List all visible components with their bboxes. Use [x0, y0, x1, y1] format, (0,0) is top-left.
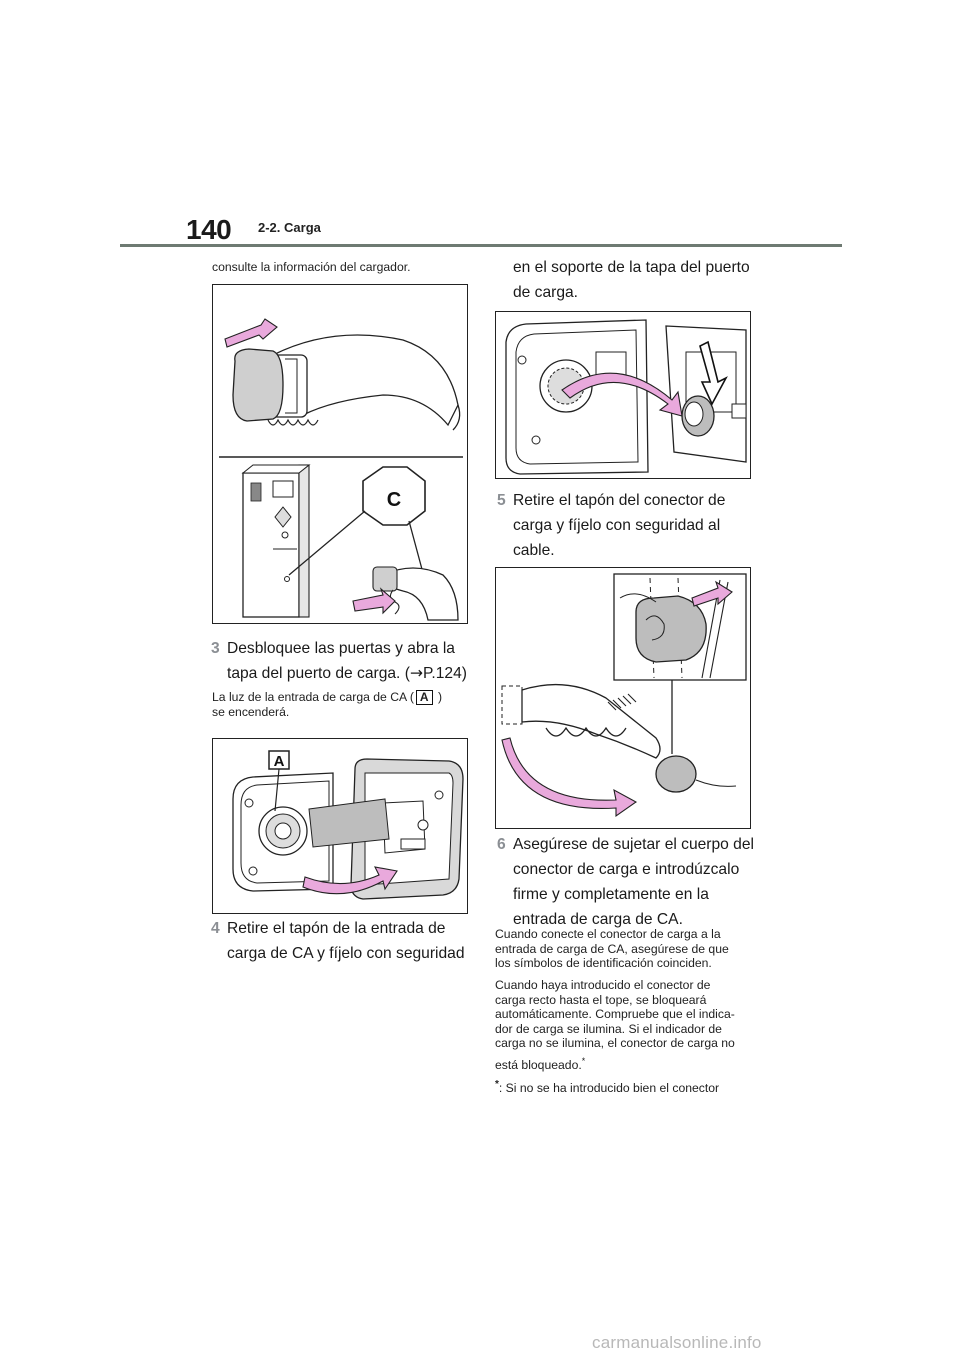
header-rule: [120, 244, 842, 247]
step-6-number: 6: [497, 836, 506, 853]
paragraph-lock-check: Cuando haya introducido el conector de c…: [495, 978, 765, 1072]
step-6-line4: entrada de carga de CA.: [513, 911, 683, 928]
step-4-line2: carga de CA y fíjelo con seguridad: [227, 945, 465, 962]
step-3-line1: Desbloquee las puertas y abra la: [227, 640, 455, 657]
figure-charging-port-lid: A: [212, 738, 468, 914]
para2-line1: Cuando haya introducido el conector de: [495, 978, 711, 992]
para1-line2: entrada de carga de CA, asegúrese de que: [495, 941, 729, 956]
figure-charger-connector: C: [212, 284, 468, 624]
para2-line4: dor de carga se ilumina. Si el indicador…: [495, 1021, 722, 1036]
step-6: 6 Asegúrese de sujetar el cuerpo del cone…: [497, 832, 775, 932]
label-a-box: A: [415, 690, 433, 705]
para2-line3: automáticamente. Compruebe que el indica…: [495, 1007, 735, 1021]
step-4-cont-line2: de carga.: [513, 284, 579, 301]
step-4-cont-line1: en el soporte de la tapa del puerto: [513, 259, 750, 276]
para2-line6: está bloqueado.: [495, 1057, 582, 1072]
callout-c: C: [387, 489, 401, 511]
figure-connector-cap: [495, 567, 751, 829]
step-3: 3 Desbloquee las puertas y abra la tapa d…: [211, 636, 487, 686]
note-ac-light: La luz de la entrada de carga de CA (A )…: [212, 690, 472, 720]
note-text-3: se encenderá.: [212, 705, 290, 719]
step-5-number: 5: [497, 492, 506, 509]
footnote-text: : Si no se ha introducido bien el conect…: [498, 1081, 720, 1096]
cap-on-lid-illustration: [505, 319, 747, 475]
paragraph-symbols: Cuando conecte el conector de carga a la…: [495, 927, 765, 971]
page-number: 140: [186, 214, 232, 245]
step-5-line2: carga y fíjelo con seguridad al: [513, 517, 721, 534]
step-5: 5 Retire el tapón del conector de carga y…: [497, 488, 773, 563]
step-3-ref-link[interactable]: P.124): [423, 665, 467, 682]
footnote: *: Si no se ha introducido bien el conec…: [495, 1078, 765, 1096]
para1-line3: los símbolos de identificación coinciden…: [495, 956, 712, 970]
step-3-line2: tapa del puerto de carga. (: [227, 665, 410, 682]
charging-port-illustration: A: [232, 750, 464, 900]
step-4-line1: Retire el tapón de la entrada de: [227, 920, 446, 937]
para1-line1: Cuando conecte el conector de carga a la: [495, 927, 721, 941]
para2-line5: carga no se ilumina, el conector de carg…: [495, 1036, 735, 1050]
step-4: 4 Retire el tapón de la entrada de carga …: [211, 916, 489, 966]
callout-a: A: [274, 753, 285, 770]
step-6-line3: firme y completamente en la: [513, 886, 709, 903]
connector-cap-illustration: [501, 573, 747, 818]
step-6-line1: Asegúrese de sujetar el cuerpo del: [513, 836, 754, 853]
step-4-number: 4: [211, 920, 220, 937]
figure-cap-on-lid: [495, 311, 751, 479]
step-3-number: 3: [211, 640, 220, 657]
note-text-1: La luz de la entrada de carga de CA (: [212, 690, 414, 704]
step-5-line1: Retire el tapón del conector de: [513, 492, 726, 509]
para2-line2: carga recto hasta el tope, se bloqueará: [495, 992, 707, 1007]
footnote-mark: *: [495, 1079, 499, 1090]
charger-connector-illustration: C: [219, 318, 463, 621]
step-5-line3: cable.: [513, 542, 555, 559]
footnote-superscript: *: [581, 1055, 586, 1066]
step-6-line2: conector de carga e introdúzcalo: [513, 861, 740, 878]
step-4-continued: en el soporte de la tapa del puerto de c…: [513, 255, 773, 305]
section-title: 2-2. Carga: [258, 220, 321, 235]
intro-text: consulte la información del cargador.: [212, 260, 411, 274]
note-text-2: ): [434, 690, 443, 704]
watermark: carmanualsonline.info: [592, 1333, 762, 1352]
ref-arrow-icon: →: [409, 664, 423, 682]
